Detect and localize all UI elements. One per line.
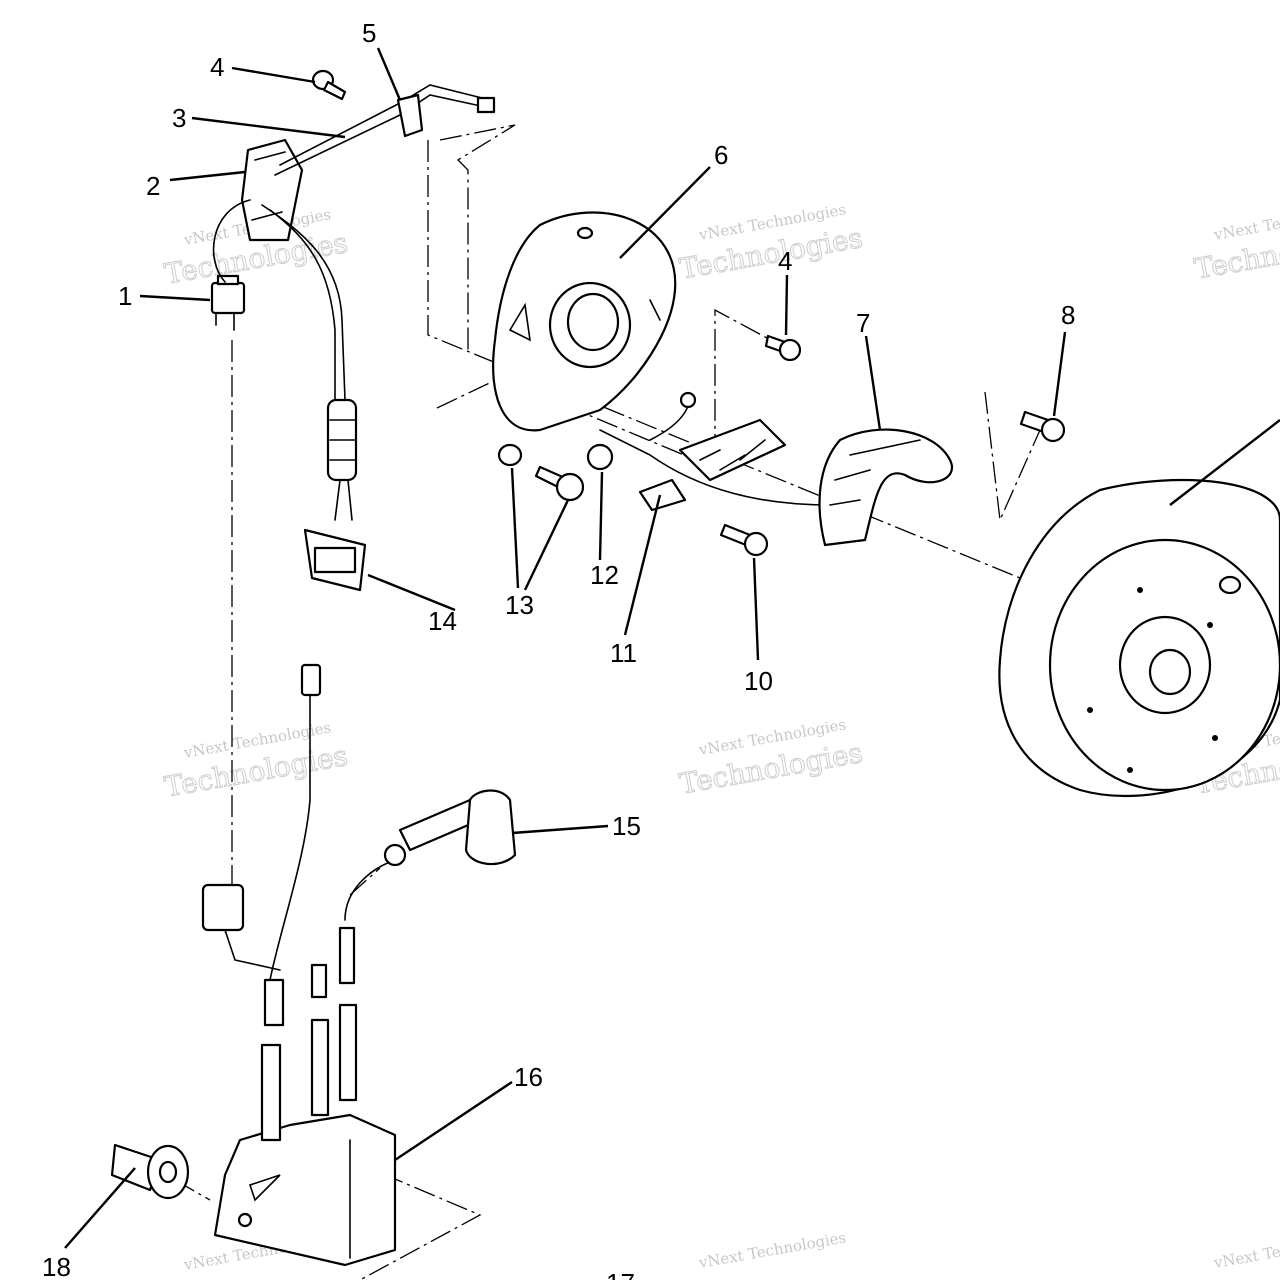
watermark-text: vNext Technologies	[1212, 1228, 1280, 1272]
callout-14: 14	[428, 606, 457, 636]
callout-18: 18	[42, 1252, 71, 1280]
callout-11: 11	[610, 638, 637, 668]
wire-harness	[212, 199, 358, 521]
part-2-grommet	[240, 138, 304, 242]
part-6-stator-plate	[492, 211, 677, 432]
part-15-spark-plug-cap	[383, 789, 517, 867]
assembly-lines	[174, 124, 1041, 1280]
leader-lines	[64, 47, 1280, 1249]
pickup-coil	[599, 391, 831, 506]
part-16-ignition-coil	[213, 1003, 397, 1267]
callout-4: 4	[778, 246, 792, 276]
part-4-screw	[764, 334, 802, 362]
part-11-clip	[638, 478, 687, 512]
part-8-screw	[1019, 410, 1066, 443]
watermark-text: vNext Technologies	[1212, 200, 1280, 244]
part-14-plug	[303, 528, 367, 592]
callout-4: 4	[210, 52, 224, 82]
callout-13: 13	[505, 590, 534, 620]
callout-6: 6	[714, 140, 728, 170]
part-13-screw	[534, 465, 585, 502]
part-4-screw	[311, 69, 347, 101]
callout-1: 1	[118, 281, 132, 311]
callout-labels: 1 2 3 4 4 5 6 7 8 10 11 12 13 14 15 16 1…	[42, 18, 1075, 1280]
callout-17: 17	[606, 1268, 635, 1280]
part-5-clamp	[396, 93, 424, 138]
part-1-connector	[210, 274, 246, 331]
part-7-stator-coil	[818, 428, 953, 547]
callout-10: 10	[744, 666, 773, 696]
callout-7: 7	[856, 308, 870, 338]
part-18-cap	[110, 1143, 190, 1200]
callout-5: 5	[362, 18, 376, 48]
flywheel	[998, 478, 1280, 798]
callout-12: 12	[590, 560, 619, 590]
part-3-cable	[274, 84, 496, 176]
callout-15: 15	[612, 811, 641, 841]
callout-8: 8	[1061, 300, 1075, 330]
callout-2: 2	[146, 171, 160, 201]
part-10-screw	[719, 523, 769, 557]
callout-3: 3	[172, 103, 186, 133]
ignition-leads	[201, 663, 391, 1027]
part-13-washer	[497, 443, 523, 467]
part-12-spacer	[586, 443, 614, 471]
callout-16: 16	[514, 1062, 543, 1092]
watermark-text: vNext Technologies	[697, 1228, 848, 1272]
